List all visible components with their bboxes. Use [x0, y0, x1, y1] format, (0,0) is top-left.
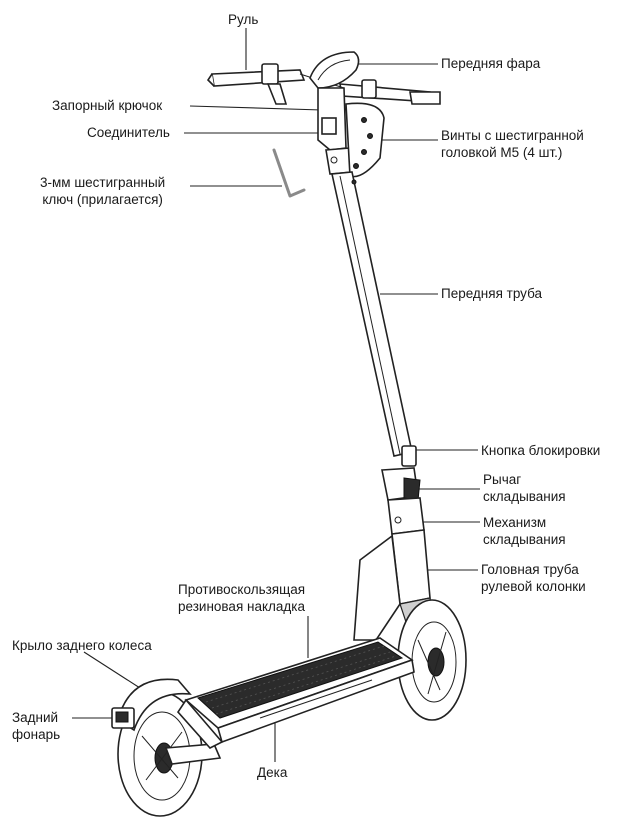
- label-connector: Соединитель: [87, 125, 170, 140]
- label-handlebar: Руль: [228, 12, 259, 27]
- label-headlight: Передняя фара: [441, 56, 541, 71]
- label-deck: Дека: [257, 765, 288, 780]
- front-tube: [331, 171, 413, 457]
- rear-fork: [164, 698, 224, 765]
- folding-mechanism: [381, 445, 425, 535]
- deck: [184, 637, 415, 744]
- hex-key-icon: [272, 148, 306, 198]
- rear-fender: [117, 678, 192, 732]
- stem-head: [317, 87, 353, 175]
- label-rear-fender: Крыло заднего колеса: [12, 638, 152, 653]
- label-lock-hook: Запорный крючок: [52, 98, 163, 113]
- label-lock-button: Кнопка блокировки: [481, 443, 601, 458]
- front-wheel: [397, 599, 467, 721]
- label-front-tube: Передняя труба: [441, 286, 543, 301]
- screw-plate: [345, 102, 385, 178]
- leader-lines: [72, 28, 480, 762]
- headlight-display: [309, 51, 360, 89]
- handlebar: [206, 63, 441, 105]
- rear-light: [111, 707, 135, 729]
